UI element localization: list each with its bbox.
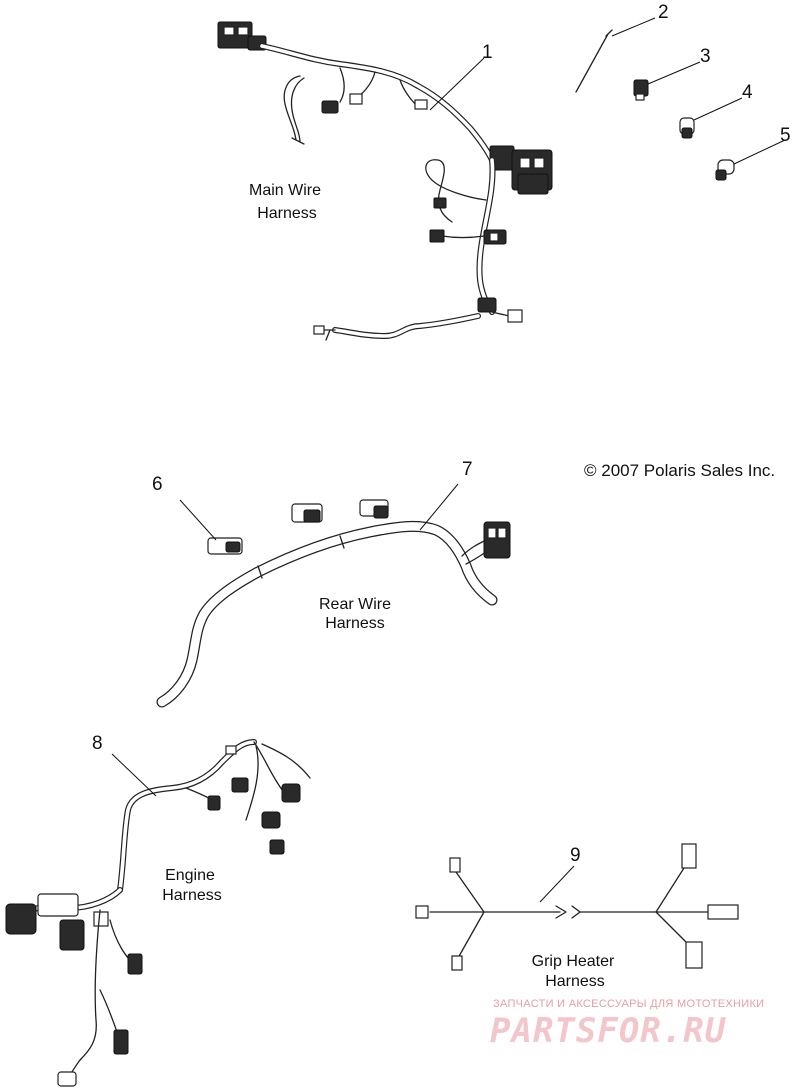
rear-wire-harness <box>156 483 511 708</box>
callout-2: 2 <box>658 2 669 23</box>
callout-6: 6 <box>152 474 163 495</box>
rear-harness-label-line1: Rear Wire <box>319 596 391 613</box>
rear-harness-label-line2: Harness <box>325 615 385 632</box>
clip-part-4 <box>679 117 695 139</box>
harness-labels: Main Wire Harness Rear Wire Harness Engi… <box>162 182 615 990</box>
connector-mid <box>291 503 323 523</box>
main-harness-label-line1: Main Wire <box>249 182 321 199</box>
connector-part-3 <box>633 79 649 101</box>
connector-part-6 <box>207 537 243 555</box>
engine-harness-label-line2: Harness <box>162 887 222 904</box>
connector-right <box>359 499 389 519</box>
callout-4: 4 <box>742 82 753 103</box>
callout-7: 7 <box>462 459 473 480</box>
grip-harness-label-line1: Grip Heater <box>532 953 615 970</box>
sensor-part-5 <box>715 159 735 181</box>
callout-1: 1 <box>482 42 493 63</box>
cable-tie-part <box>575 33 609 93</box>
callout-8: 8 <box>92 733 103 754</box>
main-wire-harness <box>217 21 553 341</box>
grip-harness-label-line2: Harness <box>545 973 605 990</box>
engine-harness <box>5 739 311 1087</box>
watermark: ЗАПЧАСТИ И АКСЕССУАРЫ ДЛЯ МОТОТЕХНИКИ PA… <box>490 998 764 1051</box>
watermark-logo: PARTSFOR.RU <box>490 1011 727 1051</box>
main-harness-label-line2: Harness <box>257 205 317 222</box>
watermark-tagline: ЗАПЧАСТИ И АКСЕССУАРЫ ДЛЯ МОТОТЕХНИКИ <box>493 998 764 1010</box>
parts-2-to-5 <box>575 17 786 181</box>
copyright-notice: © 2007 Polaris Sales Inc. <box>584 461 775 480</box>
callout-numbers: 1 2 3 4 5 6 7 8 9 <box>92 2 791 866</box>
callout-5: 5 <box>780 125 791 146</box>
engine-harness-label-line1: Engine <box>165 867 215 884</box>
callout-3: 3 <box>700 46 711 67</box>
callout-9: 9 <box>570 845 581 866</box>
grip-heater-harness <box>415 843 739 971</box>
